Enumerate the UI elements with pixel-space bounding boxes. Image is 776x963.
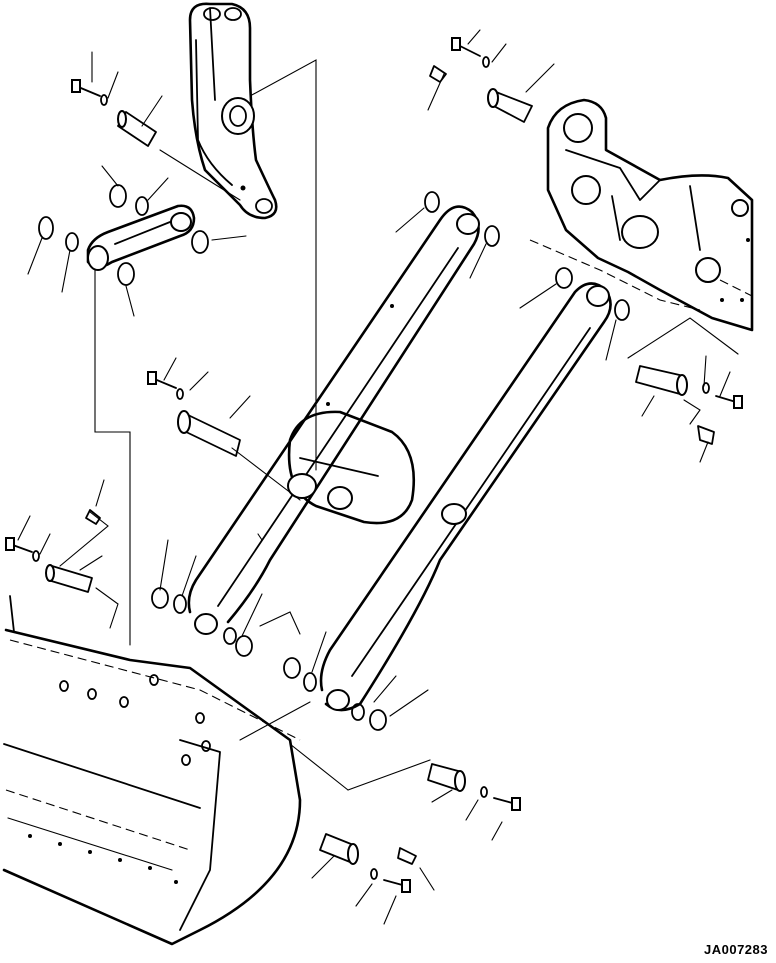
washer [32, 56, 710, 880]
bucket [2, 595, 302, 946]
lift-arm [187, 205, 612, 712]
front-frame [529, 98, 754, 332]
leader-lines [17, 29, 739, 925]
pin-bottom [319, 833, 359, 865]
pin-left [45, 564, 93, 593]
pin-top-right [487, 88, 533, 123]
pin-bottom-right [427, 763, 466, 792]
bolt [5, 37, 743, 893]
drawing-code: JA007283 [704, 942, 768, 957]
pin-right-frame [635, 365, 688, 396]
tilt-link [86, 149, 241, 646]
shim [38, 184, 630, 731]
bellcrank [188, 2, 317, 471]
grease-fitting [85, 65, 715, 865]
pin-middle [177, 410, 241, 457]
pin-top-left [117, 110, 157, 147]
